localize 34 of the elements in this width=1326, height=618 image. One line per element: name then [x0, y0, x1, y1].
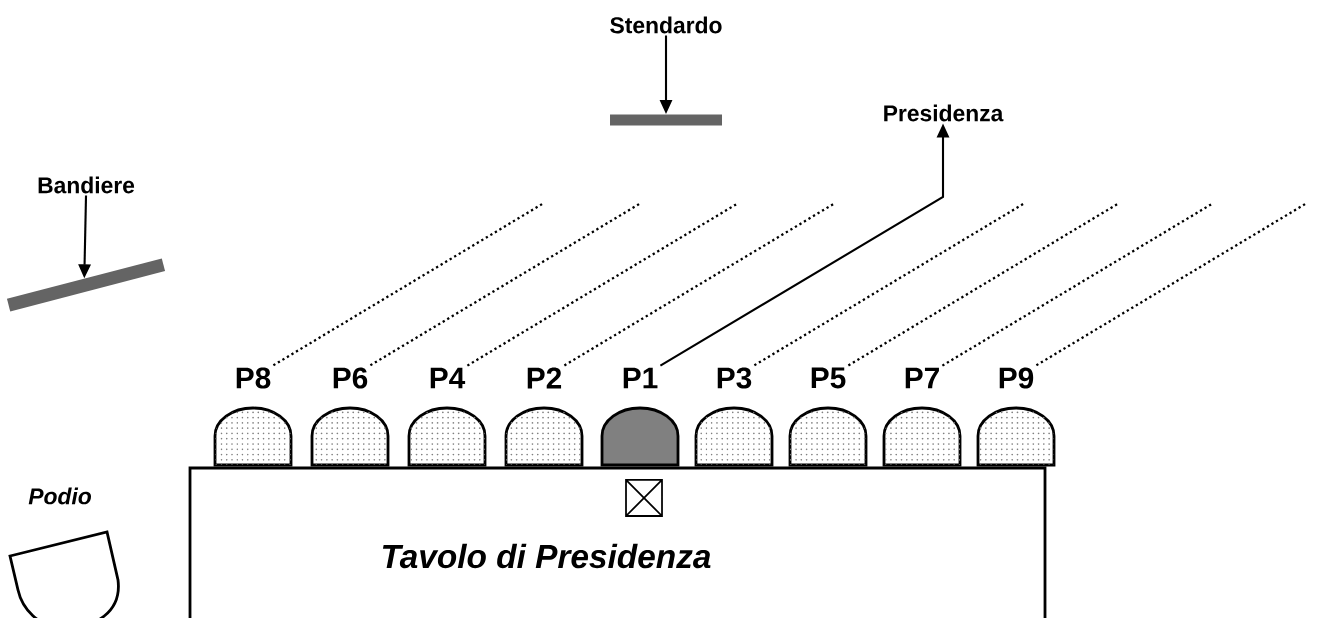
- seat: P7: [905, 367, 939, 389]
- seat: [213, 406, 293, 467]
- sight-line: [1035, 202, 1307, 367]
- seat: [882, 406, 962, 467]
- table: Tavolo di Presidenza: [188, 466, 1047, 618]
- seat: P1: [600, 367, 680, 467]
- sight-line: [941, 202, 1213, 367]
- bar-shape: [6, 258, 166, 312]
- seat: [694, 406, 774, 467]
- sight-line: [563, 202, 835, 367]
- sight-line: [753, 202, 1025, 367]
- seat: [504, 406, 584, 467]
- node-label: Podio: [28, 487, 92, 505]
- sight-line: [847, 202, 1119, 367]
- seat: P4: [430, 367, 466, 389]
- seat: [407, 406, 487, 467]
- seat: [788, 406, 868, 467]
- podium: Podio: [8, 487, 120, 618]
- caption-text: Bandiere: [38, 176, 135, 194]
- seat: P8: [236, 367, 271, 389]
- seat: [976, 406, 1056, 467]
- node-label: P1: [623, 367, 658, 389]
- seat: P3: [717, 367, 752, 389]
- sight-line: [466, 202, 738, 367]
- sight-line: [272, 202, 544, 367]
- seat: P5: [811, 367, 846, 389]
- seat: P2: [527, 367, 562, 389]
- bar-shape: [610, 114, 722, 126]
- seat: [310, 406, 390, 467]
- caption-text: Presidenza: [884, 104, 1004, 122]
- seat: P6: [333, 367, 368, 389]
- caption-text: Stendardo: [610, 16, 722, 34]
- seat: P9: [999, 367, 1034, 389]
- sight-line: [369, 202, 641, 367]
